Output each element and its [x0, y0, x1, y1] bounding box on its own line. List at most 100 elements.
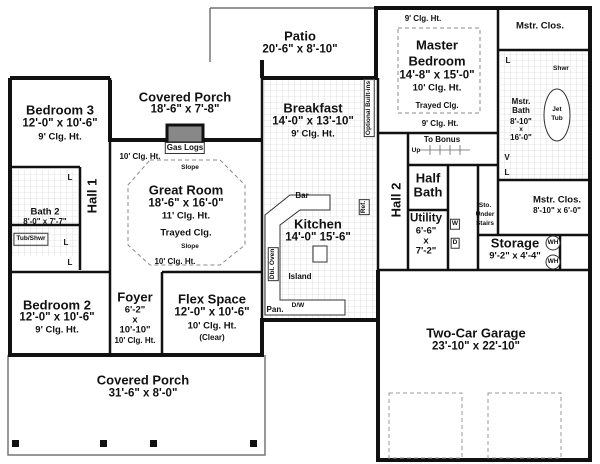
- master-bath-length: 16'-0": [510, 133, 532, 142]
- gas-logs-label: Gas Logs: [164, 142, 206, 154]
- bath2-floor: [12, 170, 78, 256]
- linen-closet-3: L: [67, 258, 73, 267]
- master-bath-width: 8'-10": [510, 117, 532, 126]
- storage-dims: 9'-2" x 4'-4": [489, 250, 541, 262]
- master-bath-name-2: Bath: [512, 106, 530, 115]
- optional-built-ins: Optional Built-ins: [363, 78, 375, 138]
- hall1-name: Hall 1: [84, 178, 100, 214]
- pantry-label: Pan.: [266, 305, 284, 314]
- great-room-name: Great Room: [148, 182, 224, 198]
- front-porch-dims: 31'-6" x 8'-0": [108, 387, 178, 400]
- water-heater-shape: [545, 235, 561, 251]
- great-room-ceiling-edge-top: 10' Clg. Ht.: [119, 152, 161, 161]
- kitchen-dims: 14'-0" 15'-6": [285, 231, 351, 244]
- master-bedroom-dims: 14'-8" x 15'-0": [399, 69, 475, 82]
- utility-name: Utility: [410, 212, 442, 225]
- master-ceiling-edge-bottom: 9' Clg. Ht.: [421, 119, 459, 128]
- foyer-x: x: [132, 314, 138, 326]
- master-bath-name-1: Mstr.: [511, 97, 531, 106]
- rear-porch-dims: 18'-6" x 7'-8": [150, 103, 220, 116]
- vanity-label: V: [504, 153, 510, 162]
- refrigerator: Ref.: [358, 198, 370, 216]
- master-closet-name: Mstr. Clos.: [532, 194, 582, 206]
- linen-closet-1: L: [67, 173, 73, 182]
- foyer-width: 6'-2": [124, 304, 146, 316]
- water-heater-1: WH: [547, 238, 559, 246]
- great-room-ceiling: 11' Clg. Ht.: [161, 210, 211, 222]
- sto-under-stairs-1: Sto.: [478, 201, 492, 209]
- flex-space-name: Flex Space: [178, 291, 246, 307]
- master-bath-linen-2: L: [504, 168, 510, 177]
- rear-porch-name: Covered Porch: [138, 89, 232, 105]
- kitchen-name: Kitchen: [294, 216, 342, 232]
- flex-space-dims: 12'-0" x 10'-6": [174, 306, 250, 319]
- master-closet-dims: 8'-10" x 6'-0": [533, 206, 581, 215]
- garage-dims: 23'-10" x 22'-10": [432, 340, 520, 353]
- island-sink: [312, 245, 328, 263]
- breakfast-name: Breakfast: [283, 100, 343, 116]
- bedroom3-ceiling: 9' Clg. Ht.: [38, 131, 82, 143]
- island-label: Island: [288, 272, 312, 281]
- master-bedroom-name-1: Master: [416, 37, 458, 53]
- master-closet-top-name: Mstr. Clos.: [515, 20, 565, 32]
- half-bath-name-1: Half: [415, 170, 441, 186]
- jet-tub-label-1: Jet: [552, 105, 562, 113]
- utility-length: 7'-2": [415, 245, 437, 257]
- master-bath-x: x: [519, 125, 523, 133]
- tray-ceiling-outline: [127, 159, 246, 266]
- bar-label: Bar: [295, 191, 309, 200]
- utility-x: x: [423, 235, 429, 247]
- half-bath-name-2: Bath: [413, 184, 443, 200]
- foyer-length: 10'-10": [119, 324, 151, 336]
- dishwasher-label: D/W: [291, 301, 305, 309]
- kitchen-counter: [264, 194, 346, 316]
- to-bonus-label: To Bonus: [423, 135, 461, 144]
- slope-label-top: Slope: [181, 163, 199, 171]
- master-bath-linen: L: [505, 56, 511, 65]
- garage-door-left: [388, 392, 463, 459]
- bath2-name: Bath 2: [30, 206, 60, 218]
- master-ceiling-edge-top: 9' Clg. Ht.: [404, 14, 442, 23]
- breakfast-dims: 14'-0" x 13'-10": [272, 115, 354, 128]
- bedroom2-name: Bedroom 2: [23, 297, 91, 313]
- jet-tub-label-2: Tub: [551, 114, 563, 122]
- porch-post: [12, 440, 19, 447]
- breakfast-ceiling: 9' Clg. Ht.: [291, 128, 335, 140]
- water-heater-2: WH: [547, 257, 559, 265]
- garage-name: Two-Car Garage: [426, 325, 526, 341]
- interior-walls: [10, 8, 590, 355]
- patio-dims: 20'-6" x 8'-10": [262, 43, 338, 56]
- porch-post: [250, 440, 257, 447]
- slope-label-bottom: Slope: [181, 242, 199, 250]
- bedroom2-dims: 12'-0" x 10'-6": [19, 311, 95, 324]
- dryer: D: [450, 237, 460, 249]
- foyer-name: Foyer: [117, 289, 153, 305]
- stairs-up-label: Up: [411, 146, 421, 154]
- porch-post: [150, 440, 157, 447]
- foyer-ceiling: 10' Clg. Ht.: [114, 336, 156, 345]
- double-oven: Dbl. Oven: [267, 246, 279, 282]
- patio-name: Patio: [284, 28, 316, 44]
- great-room-dims: 18'-6" x 16'-0": [148, 197, 224, 210]
- sto-under-stairs-2: Under: [475, 210, 495, 218]
- master-bedroom-name-2: Bedroom: [408, 53, 466, 69]
- bedroom3-dims: 12'-0" x 10'-6": [22, 117, 98, 130]
- master-bedroom-tray: Trayed Clg.: [415, 101, 459, 110]
- master-bedroom-ceiling: 10' Clg. Ht.: [412, 82, 462, 94]
- sto-under-stairs-3: Stairs: [475, 219, 495, 227]
- front-porch-name: Covered Porch: [96, 372, 190, 388]
- porch-post: [100, 440, 107, 447]
- stairs: [420, 145, 470, 155]
- hall2-name: Hall 2: [388, 182, 404, 218]
- great-room-ceiling-edge-bottom: 10' Clg. Ht.: [154, 257, 196, 266]
- fireplace: [165, 123, 205, 145]
- washer: W: [449, 218, 461, 230]
- bath2-dims: 8'-0" x 7'-7": [23, 217, 67, 226]
- linen-closet-2: L: [63, 238, 69, 247]
- bedroom2-ceiling: 9' Clg. Ht.: [35, 324, 79, 336]
- utility-width: 6'-6": [415, 225, 437, 237]
- jet-tub: [543, 88, 571, 142]
- garage-door-right: [487, 392, 562, 459]
